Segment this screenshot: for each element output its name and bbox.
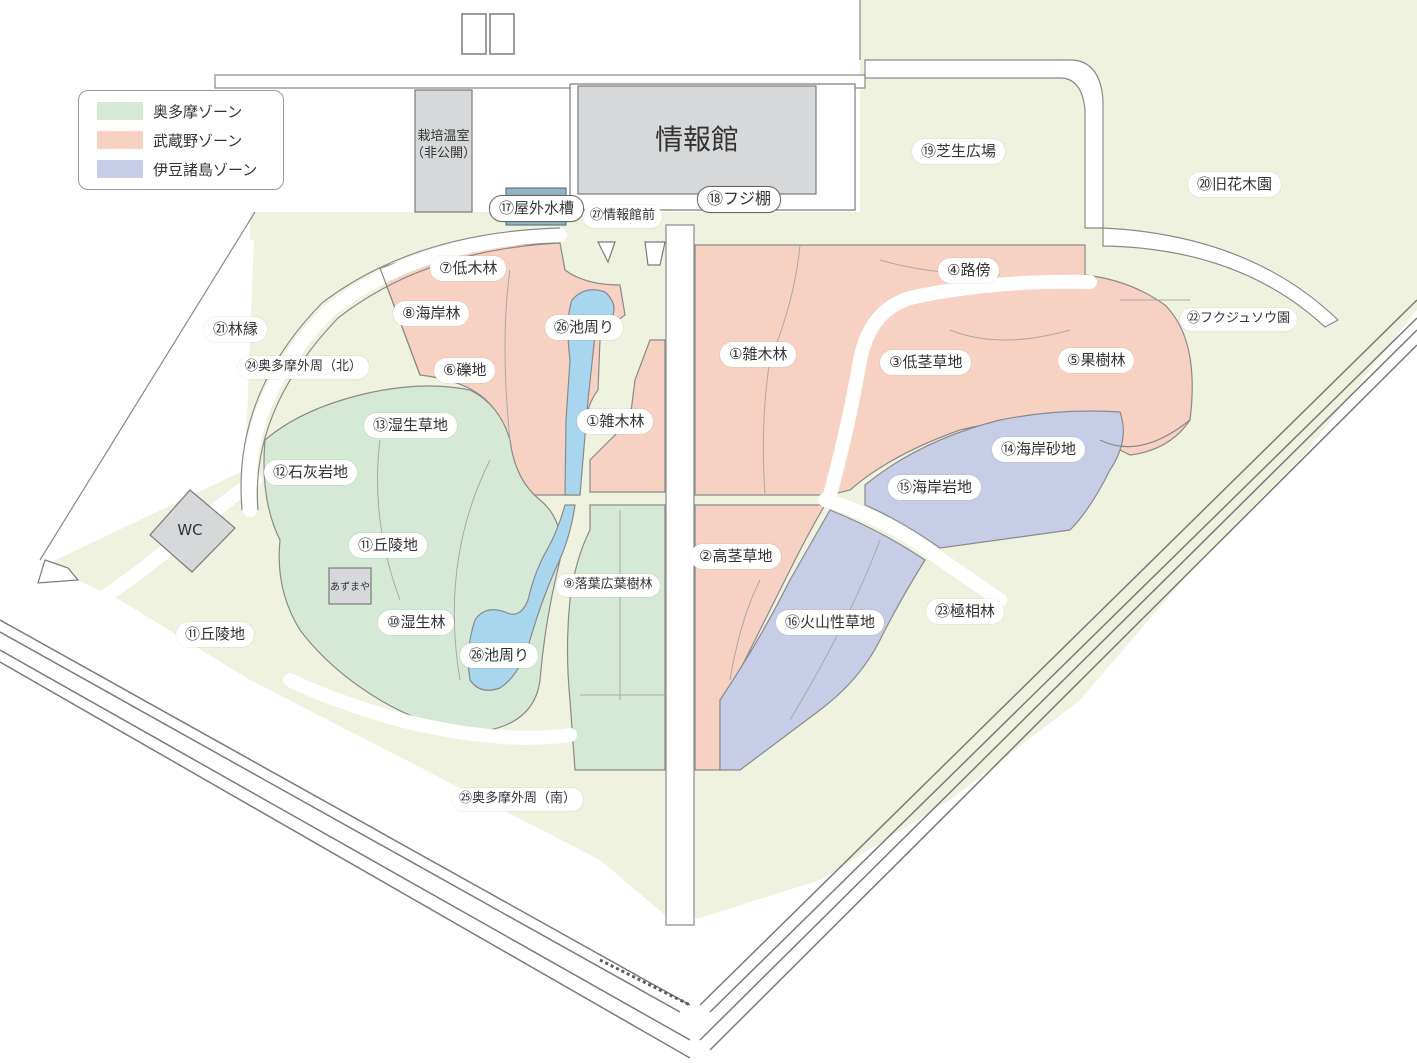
path-edges	[240, 227, 1191, 511]
north-building-2	[489, 13, 515, 55]
azumaya-label: あずまや	[330, 582, 370, 593]
east-curve-road	[1102, 227, 1340, 328]
label-wetland-forest[interactable]: ⑩湿生林	[378, 610, 455, 635]
legend-swatch	[97, 160, 143, 178]
label-tall-grassland[interactable]: ②高茎草地	[690, 544, 782, 569]
label-pond-north[interactable]: ㉖池周り	[545, 315, 624, 340]
park-grounds-north	[250, 212, 860, 240]
railway-bridge	[599, 958, 691, 1007]
label-low-shrub-forest[interactable]: ⑦低木林	[430, 256, 507, 281]
wc-building-shape	[149, 489, 236, 573]
label-gravel-area[interactable]: ⑥礫地	[434, 358, 496, 383]
legend-label: 伊豆諸島ゾーン	[153, 160, 258, 179]
label-fuji-pergola[interactable]: ⑱フジ棚	[697, 186, 782, 213]
north-building-1	[461, 13, 487, 55]
zone-legend: 奥多摩ゾーン 武蔵野ゾーン 伊豆諸島ゾーン	[78, 90, 284, 190]
info-hall	[577, 85, 817, 195]
label-hills-outer[interactable]: ⑪丘陵地	[176, 622, 255, 647]
railway-east	[699, 299, 1417, 1051]
label-limestone-area[interactable]: ⑫石灰岩地	[264, 460, 358, 485]
label-coppice-west[interactable]: ①雑木林	[577, 409, 654, 434]
fuji-pergola-benches	[597, 241, 666, 266]
label-okutama-perimeter-north[interactable]: ㉔奥多摩外周（北）	[238, 356, 370, 379]
wc-label: WC	[177, 521, 203, 539]
legend-label: 奥多摩ゾーン	[153, 102, 243, 121]
label-fruit-orchard[interactable]: ⑤果樹林	[1058, 348, 1135, 373]
greenhouse	[414, 89, 473, 213]
legend-item-izu: 伊豆諸島ゾーン	[97, 159, 257, 179]
label-forest-edge[interactable]: ㉑林縁	[204, 317, 268, 342]
legend-item-musashino: 武蔵野ゾーン	[97, 130, 242, 150]
okutama-east-strip	[566, 504, 666, 771]
legend-item-okutama: 奥多摩ゾーン	[97, 101, 242, 121]
greenhouse-label: 栽培温室 （非公開）	[410, 128, 477, 162]
label-coastal-rock[interactable]: ⑮海岸岩地	[888, 475, 982, 500]
info-hall-title: 情報館	[654, 123, 739, 156]
label-deciduous-forest[interactable]: ⑨落葉広葉樹林	[556, 574, 660, 597]
izu-south	[719, 509, 926, 771]
label-info-hall-front[interactable]: ㉗情報館前	[583, 205, 663, 228]
label-okutama-perimeter-south[interactable]: ㉕奥多摩外周（南）	[452, 788, 584, 811]
label-hills-inner[interactable]: ⑪丘陵地	[349, 533, 428, 558]
legend-swatch	[97, 131, 143, 149]
label-fukujuso-garden[interactable]: ㉒フクジュソウ園	[1180, 308, 1298, 331]
label-outdoor-water-tank[interactable]: ⑰屋外水槽	[489, 195, 585, 222]
central-walkway	[665, 224, 695, 926]
label-pond-south[interactable]: ㉖池周り	[460, 643, 539, 668]
greenhouse-note: （非公開）	[410, 146, 476, 161]
label-coastal-sand[interactable]: ⑭海岸砂地	[992, 437, 1086, 462]
label-volcanic-grassland[interactable]: ⑯火山性草地	[776, 610, 885, 635]
label-wet-grassland[interactable]: ⑬湿生草地	[364, 413, 458, 438]
west-fence	[39, 211, 256, 561]
southwest-gate	[37, 559, 80, 584]
label-lawn-plaza[interactable]: ⑲芝生広場	[912, 139, 1006, 164]
label-coastal-forest[interactable]: ⑧海岸林	[393, 301, 470, 326]
label-coppice-east[interactable]: ①雑木林	[720, 342, 797, 367]
legend-label: 武蔵野ゾーン	[153, 131, 243, 150]
label-roadside[interactable]: ④路傍	[938, 258, 1000, 283]
legend-swatch	[97, 102, 143, 120]
label-climax-forest[interactable]: ㉓極相林	[926, 599, 1005, 624]
azumaya-shape	[328, 567, 372, 605]
greenhouse-name: 栽培温室	[417, 129, 470, 144]
label-low-grassland[interactable]: ③低茎草地	[880, 350, 972, 375]
railway-west	[0, 619, 691, 1059]
entrance-road-north	[864, 59, 1104, 229]
label-former-flower-garden[interactable]: ⑳旧花木園	[1188, 172, 1282, 197]
